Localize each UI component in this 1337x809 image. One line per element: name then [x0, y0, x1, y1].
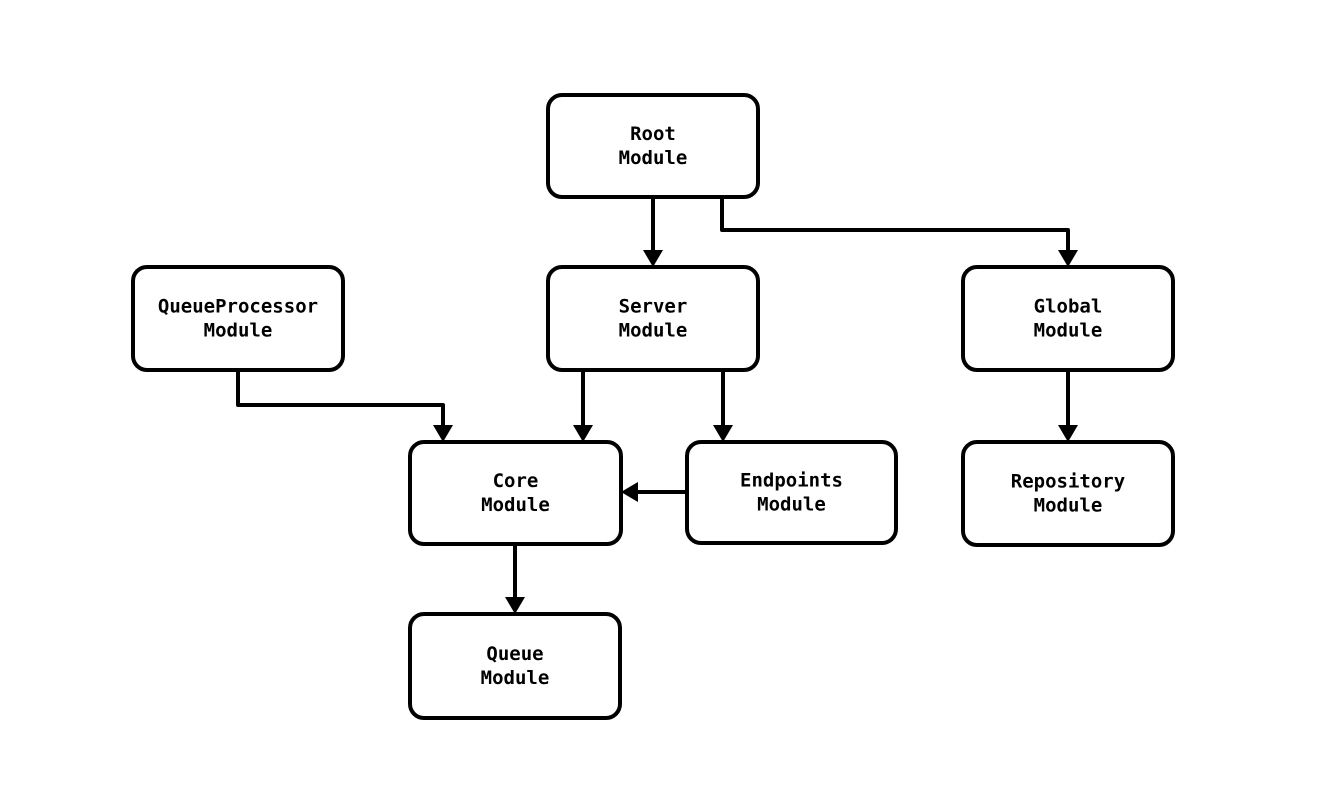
- node-box[interactable]: [131, 265, 345, 372]
- node-box[interactable]: [961, 265, 1175, 372]
- node-box[interactable]: [685, 440, 898, 545]
- node-label-line-1: Global: [1034, 295, 1103, 317]
- arrow-head-icon: [433, 425, 453, 442]
- node-label-line-1: Repository: [1011, 470, 1125, 492]
- node-box[interactable]: [546, 265, 760, 372]
- node-box[interactable]: [408, 440, 623, 546]
- node-label-line-2: Module: [619, 146, 688, 168]
- arrow-head-icon: [573, 425, 593, 442]
- node-label-line-1: Server: [619, 295, 688, 317]
- edge-server-endpoints: [713, 370, 733, 442]
- node-label-line-1: Core: [493, 470, 539, 492]
- node-label-line-2: Module: [481, 493, 550, 515]
- node-box[interactable]: [546, 93, 760, 199]
- edge-core-queue: [505, 544, 525, 614]
- arrow-head-icon: [1058, 425, 1078, 442]
- arrow-head-icon: [643, 250, 663, 267]
- node-label-line-1: QueueProcessor: [158, 295, 318, 317]
- node-box[interactable]: [961, 440, 1175, 547]
- edge-root-server: [643, 197, 663, 267]
- arrow-head-icon: [505, 597, 525, 614]
- node-label-line-1: Endpoints: [740, 469, 843, 491]
- edge-endpoints-core: [621, 482, 687, 502]
- edge-queueprocessor-core: [236, 370, 453, 442]
- arrow-head-icon: [621, 482, 638, 502]
- edge-server-core: [573, 370, 593, 442]
- node-label-line-1: Root: [630, 123, 676, 145]
- node-label-line-2: Module: [1034, 494, 1103, 516]
- node-label-line-2: Module: [204, 319, 273, 341]
- edge-root-global: [720, 197, 1078, 267]
- node-label-line-2: Module: [481, 666, 550, 688]
- arrow-head-icon: [713, 425, 733, 442]
- edge-line: [720, 197, 1070, 250]
- edges-layer: [236, 197, 1078, 614]
- node-label-line-2: Module: [619, 319, 688, 341]
- node-box[interactable]: [408, 612, 622, 720]
- edge-global-repository: [1058, 370, 1078, 442]
- node-label-line-2: Module: [757, 493, 826, 515]
- node-label-line-1: Queue: [486, 643, 543, 665]
- edge-line: [236, 370, 445, 425]
- node-label-line-2: Module: [1034, 319, 1103, 341]
- arrow-head-icon: [1058, 250, 1078, 267]
